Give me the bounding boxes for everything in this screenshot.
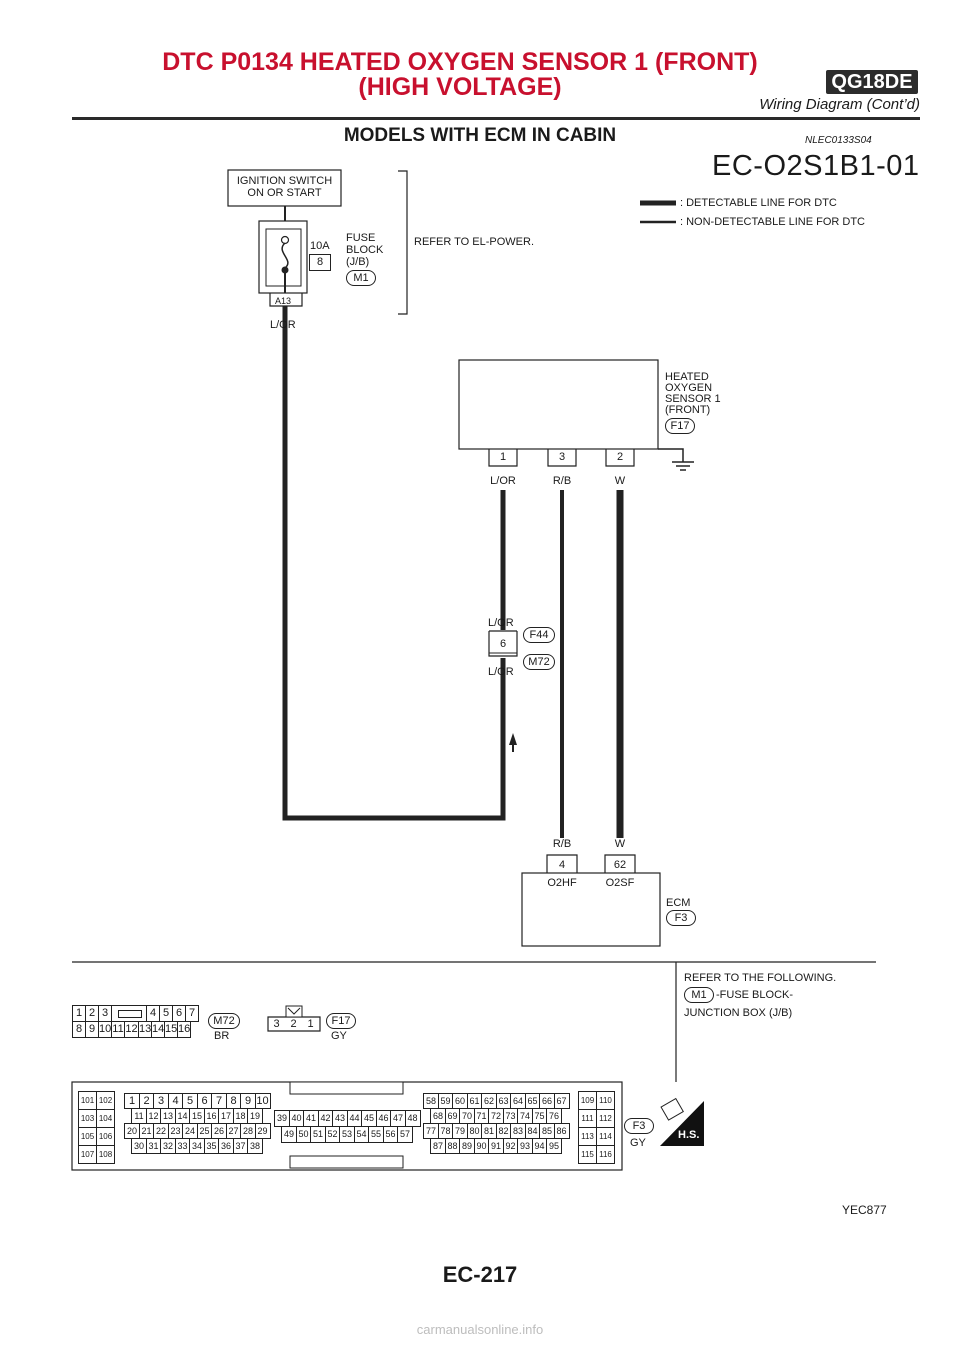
ecm-wire-62-label: W [614,838,626,850]
diagram-id: EC-O2S1B1-01 [712,150,920,182]
page-title: DTC P0134 HEATED OXYGEN SENSOR 1 (FRONT)… [150,50,770,100]
el-power-bracket [398,170,408,315]
joint-pin: 6 [499,638,507,650]
sensor-pin-1: 1 [499,451,507,463]
refer-following-junction-box: JUNCTION BOX (J/B) [684,1007,793,1019]
f3-pin: 95 [546,1138,562,1154]
ignition-switch-label: IGNITION SWITCH ON OR START [236,175,333,199]
ecm-pin-4-name: O2HF [547,877,577,889]
section-ref-code: NLEC0133S04 [805,135,872,146]
ecm-pin-62: 62 [613,859,627,871]
ecm-box [521,872,661,947]
m72-color-label: BR [214,1030,230,1042]
f3-pin: 106 [96,1127,115,1146]
f3-pin: 36 [218,1138,234,1154]
f3-pin: 48 [404,1110,421,1127]
f3-pin: 67 [553,1093,570,1109]
sensor-connector-badge: F17 [665,418,695,434]
f3-pin: 110 [596,1091,615,1110]
page-subtitle: Wiring Diagram (Cont’d) [759,96,920,113]
wire-l-or-main [282,306,506,821]
joint-connector-m72: M72 [523,654,555,670]
refer-following-title: REFER TO THE FOLLOWING. [684,972,837,984]
m72-row-2: 8 9 10 11 12 13 14 15 16 [72,1022,199,1038]
page-number: EC-217 [442,1262,518,1287]
f3-pin: 111 [578,1109,597,1128]
section-title: MODELS WITH ECM IN CABIN [343,125,617,146]
heated-oxygen-sensor-box [458,359,659,450]
f3-pin: 113 [578,1127,597,1146]
ignition-switch-box [227,169,342,207]
f3-pin: 86 [553,1123,570,1139]
title-line-1: DTC P0134 HEATED OXYGEN SENSOR 1 (FRONT) [162,48,758,76]
title-line-2: (HIGH VOLTAGE) [358,73,562,101]
sensor-wire-1-label: L/OR [490,475,516,487]
hs-label: H.S. [678,1129,700,1141]
f3-color-label: GY [630,1137,646,1149]
legend-non-detectable-label: : NON-DETECTABLE LINE FOR DTC [680,216,865,228]
f17-connector-shape [267,1016,321,1032]
watermark-footer: carmanualsonline.info [416,1322,544,1337]
header-rule [72,117,920,120]
sensor-pin-3: 3 [558,451,566,463]
fuse-wire-label: L/OR [270,319,296,331]
heated-oxygen-sensor-label: HEATED OXYGEN SENSOR 1 (FRONT) [665,371,721,416]
fuse-block-box [258,220,308,294]
f3-pin: 53 [339,1126,355,1143]
f3-pin: 115 [578,1145,597,1164]
hs-icon [660,1101,704,1146]
joint-connector-f44: F44 [523,627,555,643]
fuse-connector-badge: M1 [346,270,376,286]
sensor-pin-2: 2 [616,451,624,463]
connector-m72: 1 2 3 4 5 6 7 8 9 10 11 12 13 14 15 16 [72,1005,199,1038]
ecm-pin-62-name: O2SF [605,877,635,889]
f3-pin: 89 [459,1138,475,1154]
fuse-number: 8 [309,254,331,271]
f3-pin: 57 [397,1126,413,1143]
refer-following-fuse-block: -FUSE BLOCK- [716,989,794,1001]
m72-connector-badge: M72 [208,1013,240,1029]
f3-pin: 101 [78,1091,97,1110]
engine-badge: QG18DE [826,70,918,94]
f3-pin: 34 [189,1138,205,1154]
fuse-block-label: FUSE BLOCK (J/B) [346,232,384,268]
f3-pin: 102 [96,1091,115,1110]
m72-row-1: 1 2 3 4 5 6 7 [72,1005,199,1022]
f3-pin: 103 [78,1109,97,1128]
f3-pin: 10 [254,1093,271,1109]
sensor-wire-3-label: R/B [552,475,572,487]
joint-wire-bottom-label: L/OR [488,666,514,678]
f3-pin: 29 [254,1123,271,1139]
joint-wire-top-label: L/OR [488,617,514,629]
ecm-pin-4: 4 [558,859,566,871]
f3-pin: 107 [78,1145,97,1164]
f17-color-label: GY [331,1030,347,1042]
f3-pin: 112 [596,1109,615,1128]
ecm-wire-4-label: R/B [552,838,572,850]
m72-key-slot [112,1005,147,1022]
f3-pin: 105 [78,1127,97,1146]
fuse-icon [281,242,289,269]
legend-detectable-label: : DETECTABLE LINE FOR DTC [680,197,837,209]
refer-following-connector: M1 [684,987,714,1003]
f3-pin: 114 [596,1127,615,1146]
fuse-amp-label: 10A [310,240,330,252]
figure-code: YEC877 [842,1203,887,1217]
f3-pin: 104 [96,1109,115,1128]
f3-pin: 76 [546,1108,562,1124]
f3-pin: 116 [596,1145,615,1164]
f3-pin: 109 [578,1091,597,1110]
refer-el-power-label: REFER TO EL-POWER. [414,236,535,248]
f17-connector-badge: F17 [326,1013,356,1029]
f3-pin: 38 [247,1138,263,1154]
fuse-terminal-label: A13 [275,296,292,306]
ecm-connector-badge: F3 [666,910,696,926]
f3-pin: 19 [247,1108,263,1124]
f3-pin: 108 [96,1145,115,1164]
sensor-wire-2-label: W [614,475,626,487]
ecm-label: ECM [666,897,691,909]
connector-f17: 3 2 1 [273,1018,314,1030]
f3-connector-badge: F3 [624,1118,654,1134]
